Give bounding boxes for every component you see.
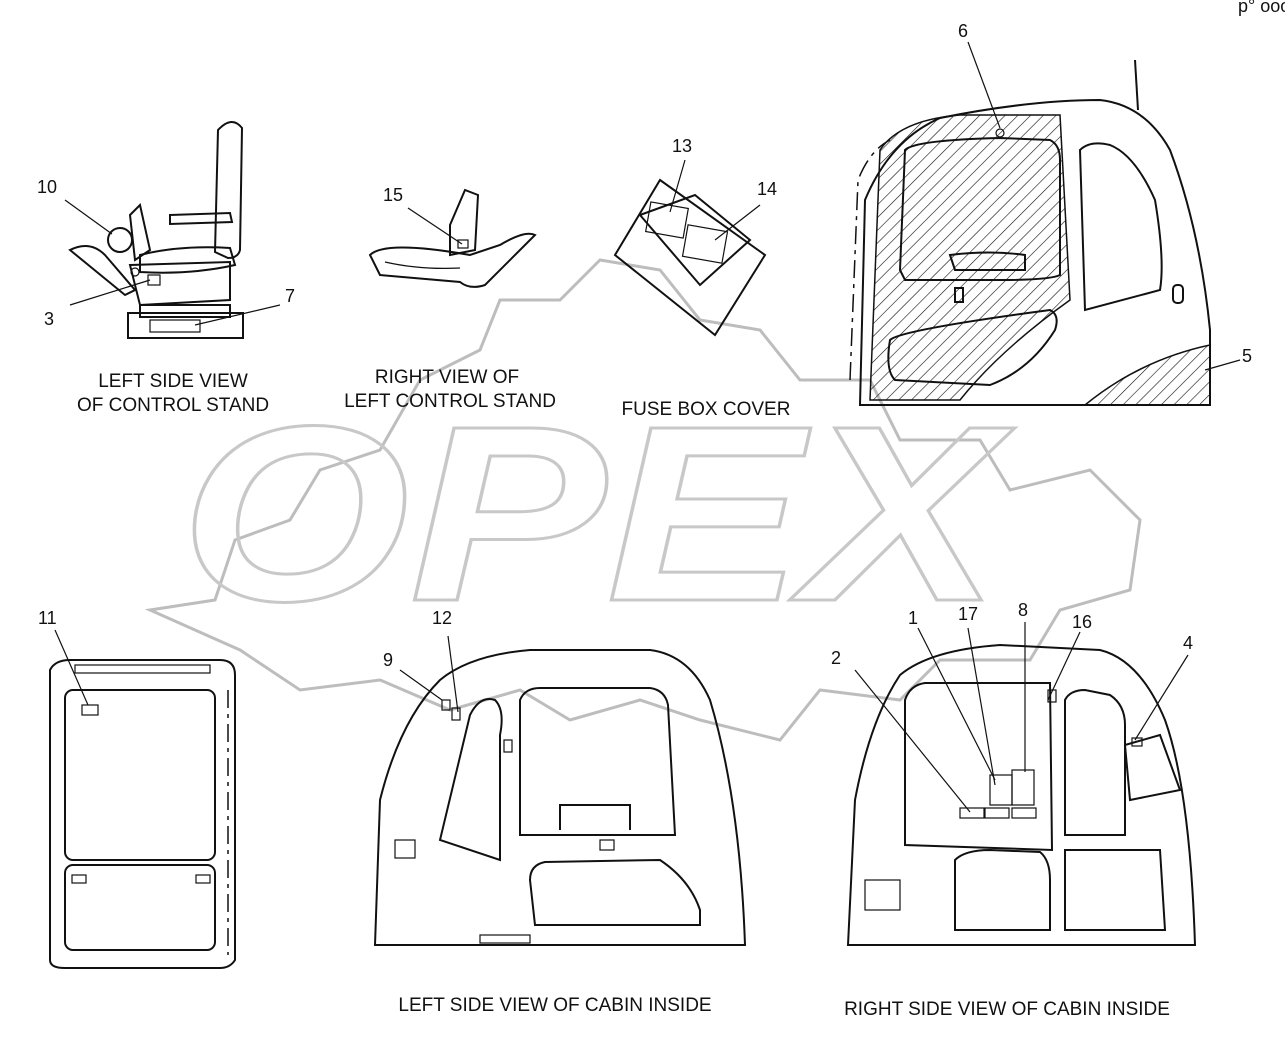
cabin-rear-panel — [49, 659, 236, 969]
callout-10: 10 — [37, 177, 57, 197]
callout-16: 16 — [1072, 612, 1092, 632]
watermark: OPEX — [144, 258, 1142, 742]
fuse-box-cover — [613, 178, 767, 337]
callout-13: 13 — [672, 136, 692, 156]
callout-4: 4 — [1183, 633, 1193, 653]
caption-left-cabin-inside: LEFT SIDE VIEW OF CABIN INSIDE — [398, 995, 711, 1016]
callout-7: 7 — [285, 286, 295, 306]
callout-5: 5 — [1242, 346, 1252, 366]
callout-12: 12 — [432, 608, 452, 628]
callout-15: 15 — [383, 185, 403, 205]
watermark-text: OPEX — [180, 374, 1016, 653]
callout-8: 8 — [1018, 600, 1028, 620]
callout-14: 14 — [757, 179, 777, 199]
cabin-inside-right — [846, 643, 1197, 946]
watermark-gear — [144, 258, 1142, 742]
corner-mark: p° ooo — [1238, 0, 1285, 16]
callout-9: 9 — [383, 650, 393, 670]
caption-right-view-line2: LEFT CONTROL STAND — [344, 391, 556, 412]
cabin-inside-left — [373, 649, 747, 946]
callout-3: 3 — [44, 309, 54, 329]
callout-17: 17 — [958, 604, 978, 624]
callout-2: 2 — [831, 648, 841, 668]
callout-1: 1 — [908, 608, 918, 628]
caption-fuse-box-cover: FUSE BOX COVER — [622, 399, 791, 420]
caption-left-control-stand-line1: LEFT SIDE VIEW — [98, 371, 248, 392]
callout-6: 6 — [958, 21, 968, 41]
caption-right-cabin-inside: RIGHT SIDE VIEW OF CABIN INSIDE — [844, 999, 1170, 1020]
cabin-exterior — [849, 59, 1211, 406]
control-stand-right-view — [368, 188, 537, 288]
seat-assembly — [68, 121, 244, 339]
callout-11: 11 — [38, 608, 57, 628]
caption-right-view-line1: RIGHT VIEW OF — [375, 367, 519, 388]
caption-left-control-stand-line2: OF CONTROL STAND — [77, 395, 269, 416]
